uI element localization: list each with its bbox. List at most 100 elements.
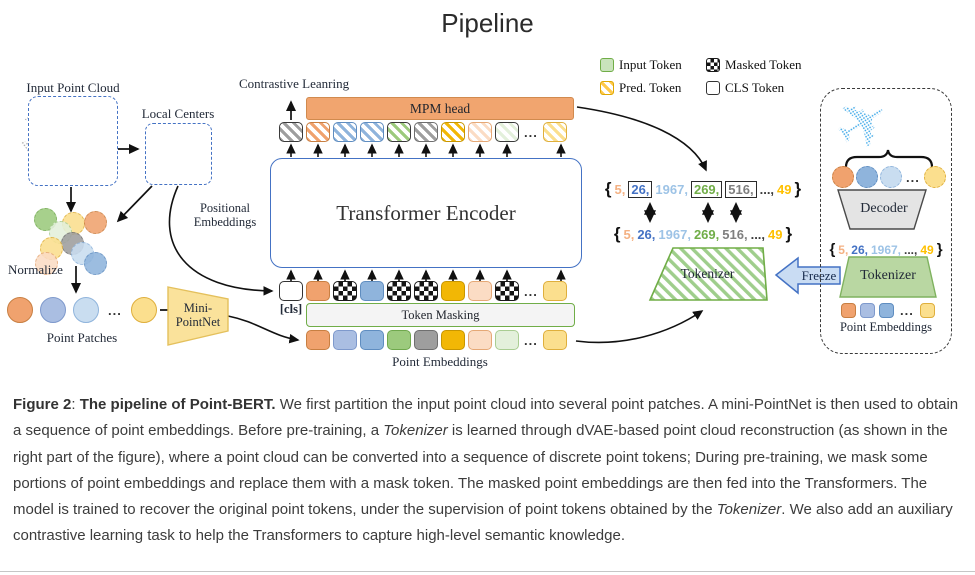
masked-token — [414, 281, 438, 301]
cls-label: [cls] — [279, 302, 303, 316]
blue-token — [333, 122, 357, 142]
token-id: 26, — [851, 242, 868, 257]
masked-token-row: ... — [279, 281, 567, 301]
blue-token — [360, 122, 384, 142]
token-id: 5, — [614, 181, 626, 197]
local-centers-label: Local Centers — [141, 106, 215, 121]
right-tokenizer-label: Tokenizer — [860, 268, 916, 283]
yellow-token — [542, 330, 567, 350]
ellipsis: ... — [524, 332, 538, 348]
bottom-divider — [0, 571, 975, 572]
blue-token — [360, 281, 384, 301]
input-token-icon — [600, 58, 614, 72]
legend: Input Token Masked Token Pred. Token CLS… — [600, 57, 801, 96]
input-point-cloud-label: Input Point Cloud — [26, 80, 120, 95]
token-id: 516, — [725, 180, 757, 198]
masked-token-icon — [706, 58, 720, 72]
token-id: 269, — [693, 226, 720, 242]
periwinkle-token — [40, 297, 66, 323]
legend-cls-token: CLS Token — [706, 80, 801, 96]
transformer-encoder: Transformer Encoder — [270, 158, 582, 268]
decoder-shape — [837, 189, 927, 230]
yellow-token — [130, 297, 157, 323]
lightblue-token — [880, 166, 902, 188]
green-token — [387, 330, 411, 350]
point-embeddings-label: Point Embeddings — [392, 354, 488, 369]
gray-token — [279, 122, 303, 142]
gray-token — [414, 330, 438, 350]
token-id: } — [794, 179, 802, 198]
blue-token — [856, 166, 878, 188]
mini-pointnet-label: Mini- PointNet — [175, 301, 221, 329]
peach-token — [468, 122, 492, 142]
gold-token — [441, 330, 465, 350]
dvae-embeddings-row: ... — [841, 303, 935, 318]
periwinkle-token — [860, 303, 875, 318]
mini-pointnet-shape — [167, 286, 229, 346]
gray-token — [414, 122, 438, 142]
token-id: } — [785, 224, 793, 243]
ellipsis: ... — [900, 303, 914, 318]
page-title: Pipeline — [441, 8, 534, 38]
token-id: 26, — [628, 180, 653, 198]
token-id: } — [936, 241, 943, 258]
legend-masked-token: Masked Token — [706, 57, 801, 73]
predicted-token-sequence: {5,26,1967,269,516,...,49} — [605, 179, 801, 199]
lightgreen-token — [495, 330, 519, 350]
masked-token — [495, 281, 519, 301]
curly-brace-icon — [844, 149, 934, 168]
grouped-point-patches — [34, 206, 118, 276]
mpm-head: MPM head — [306, 97, 574, 120]
sequence-match-arrows — [644, 202, 742, 223]
periwinkle-token — [333, 330, 357, 350]
token-id: 1967, — [655, 181, 688, 197]
right-tokenizer-shape — [839, 256, 937, 298]
token-id: 5, — [838, 242, 849, 257]
figure-caption: Figure 2: The pipeline of Point-BERT. We… — [13, 396, 959, 545]
point-patches-row: ... — [7, 297, 157, 323]
blue-token — [879, 303, 894, 318]
local-centers-box — [145, 123, 212, 185]
token-id: { — [829, 241, 836, 258]
masked-token — [387, 281, 411, 301]
ellipsis: ... — [524, 124, 538, 140]
yellow-token — [542, 281, 567, 301]
freeze-arrow-icon — [774, 256, 841, 295]
peach-token — [35, 252, 58, 275]
yellow-token — [923, 166, 946, 188]
lightblue-token — [73, 297, 99, 323]
token-id: 49 — [768, 226, 783, 242]
peach-token — [468, 330, 492, 350]
pred-token-icon — [600, 81, 614, 95]
ellipsis: ... — [524, 283, 538, 299]
tokenizer-label: Tokenizer — [680, 266, 735, 281]
contrastive-learning-label: Contrastive Leanring — [239, 76, 350, 91]
token-id: 5, — [623, 226, 635, 242]
orange-token — [832, 166, 854, 188]
token-id: 26, — [637, 226, 656, 242]
token-id: 269, — [690, 180, 723, 198]
cls-token-icon — [706, 81, 720, 95]
point-embeddings-row: ... — [306, 330, 567, 350]
dvae-token-sequence: {5,26,1967,...,49} — [829, 241, 942, 258]
token-id: 49 — [777, 181, 792, 197]
token-id: ..., — [904, 242, 918, 257]
diagram-curves — [168, 106, 707, 344]
lightgreen-token — [495, 122, 519, 142]
predicted-token-row: ... — [279, 122, 567, 142]
blue-token — [360, 330, 384, 350]
token-id: 1967, — [870, 242, 902, 257]
tokenizer-shape — [648, 247, 768, 301]
gold-token — [441, 281, 465, 301]
green-token — [387, 122, 411, 142]
gold-token — [441, 122, 465, 142]
peach-token — [468, 281, 492, 301]
orange-token — [7, 297, 33, 323]
input-point-cloud-box — [28, 96, 118, 186]
dvae-circles-row: ... — [832, 166, 946, 188]
token-id: ..., — [759, 181, 775, 197]
legend-pred-token: Pred. Token — [600, 80, 706, 96]
orange-token — [84, 211, 107, 234]
right-point-embeddings-label: Point Embeddings — [839, 320, 933, 334]
